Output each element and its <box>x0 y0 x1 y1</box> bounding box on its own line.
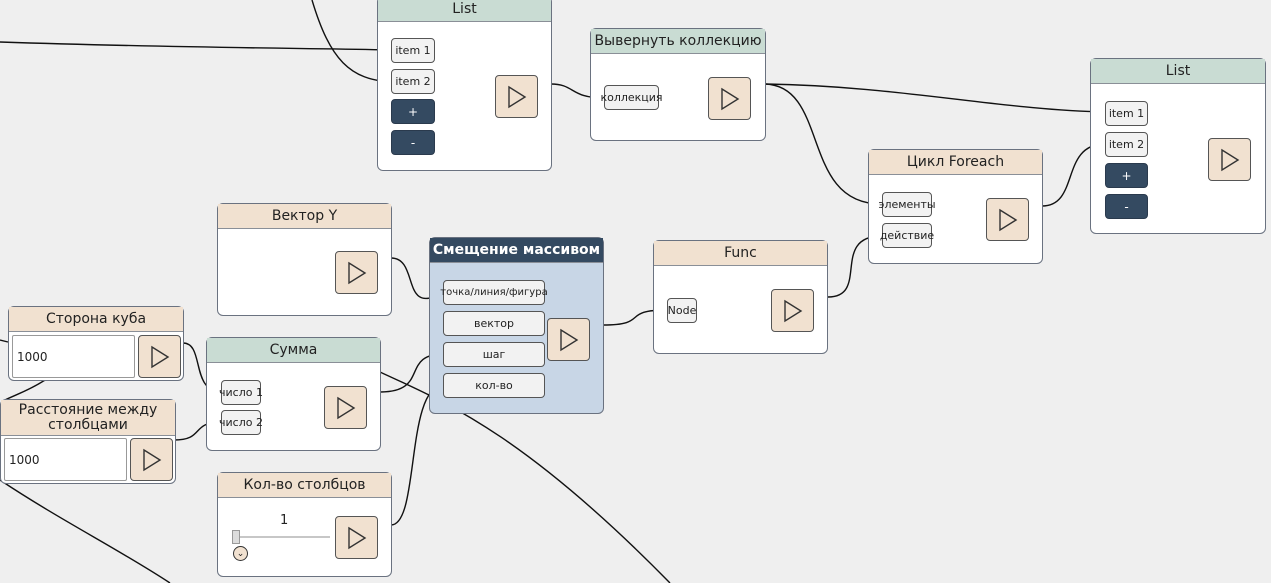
node-title: Сторона куба <box>9 307 183 332</box>
run-button[interactable] <box>324 386 367 429</box>
cube-side-input[interactable]: 1000 <box>12 335 135 378</box>
list-item-port[interactable]: item 1 <box>391 38 435 63</box>
play-icon <box>336 396 355 419</box>
add-item-button[interactable]: + <box>1105 163 1148 188</box>
run-button[interactable] <box>986 198 1029 241</box>
wire <box>0 479 171 583</box>
list-item-port[interactable]: item 1 <box>1105 101 1148 126</box>
node-port[interactable]: Node <box>667 298 697 323</box>
node-title: Цикл Foreach <box>869 150 1042 175</box>
play-icon <box>998 208 1017 231</box>
play-icon <box>347 526 366 549</box>
play-icon <box>1220 148 1239 171</box>
remove-item-button[interactable]: - <box>1105 194 1148 219</box>
number-1-port[interactable]: число 1 <box>219 380 263 405</box>
foreach-node[interactable]: Цикл Foreach элементы действие <box>868 149 1043 264</box>
run-button[interactable] <box>335 251 378 294</box>
wire <box>764 83 1106 113</box>
slider-value: 1 <box>280 513 289 528</box>
cube-side-node[interactable]: Сторона куба 1000 <box>8 306 184 381</box>
run-button[interactable] <box>495 75 538 118</box>
run-button[interactable] <box>335 516 378 559</box>
list-node[interactable]: List item 1 item 2 + - <box>377 0 552 171</box>
step-port[interactable]: шаг <box>443 342 545 367</box>
play-icon <box>150 345 169 368</box>
geometry-port[interactable]: точка/линия/фигура <box>440 280 548 305</box>
column-spacing-input[interactable]: 1000 <box>4 438 127 481</box>
wire <box>0 41 393 51</box>
array-offset-node[interactable]: Смещение массивом точка/линия/фигура век… <box>429 237 604 414</box>
play-icon <box>347 261 366 284</box>
run-button[interactable] <box>547 318 590 361</box>
node-title: Сумма <box>207 338 380 363</box>
list-item-port[interactable]: item 2 <box>1105 132 1148 157</box>
list-node[interactable]: List item 1 item 2 + - <box>1090 58 1266 234</box>
node-title: List <box>1091 59 1265 84</box>
play-icon <box>783 299 802 322</box>
run-button[interactable] <box>138 335 181 378</box>
remove-item-button[interactable]: - <box>391 130 435 155</box>
column-count-node[interactable]: Кол-во столбцов 1 ⌄ <box>217 472 392 577</box>
wire <box>4 379 46 401</box>
collection-port[interactable]: коллекция <box>600 85 663 110</box>
add-item-button[interactable]: + <box>391 99 435 124</box>
play-icon <box>559 328 578 351</box>
node-title: Func <box>654 241 827 266</box>
vector-y-node[interactable]: Вектор Y <box>217 203 392 316</box>
wire <box>764 83 883 205</box>
slider-thumb[interactable] <box>232 530 240 544</box>
node-title: Вектор Y <box>218 204 391 229</box>
node-title: Кол-во столбцов <box>218 473 391 498</box>
node-title: Смещение массивом <box>430 238 603 263</box>
slider-track[interactable] <box>232 536 330 538</box>
run-button[interactable] <box>130 438 173 481</box>
run-button[interactable] <box>708 77 751 120</box>
vector-port[interactable]: вектор <box>443 311 545 336</box>
wire <box>0 339 9 343</box>
node-title: Вывернуть коллекцию <box>591 29 765 54</box>
list-item-port[interactable]: item 2 <box>391 69 435 94</box>
run-button[interactable] <box>1208 138 1251 181</box>
sum-node[interactable]: Сумма число 1 число 2 <box>206 337 381 451</box>
number-2-port[interactable]: число 2 <box>219 410 263 435</box>
node-title: List <box>378 0 551 22</box>
play-icon <box>142 448 161 471</box>
node-title: Расстояние между столбцами <box>1 400 175 436</box>
play-icon <box>507 85 526 108</box>
play-icon <box>720 87 739 110</box>
unwrap-collection-node[interactable]: Вывернуть коллекцию коллекция <box>590 28 766 141</box>
run-button[interactable] <box>771 289 814 332</box>
func-node[interactable]: Func Node <box>653 240 828 354</box>
action-port[interactable]: действие <box>880 223 934 248</box>
count-port[interactable]: кол-во <box>443 373 545 398</box>
column-spacing-node[interactable]: Расстояние между столбцами 1000 <box>0 399 176 484</box>
chevron-down-icon[interactable]: ⌄ <box>233 546 248 561</box>
elements-port[interactable]: элементы <box>878 192 936 217</box>
